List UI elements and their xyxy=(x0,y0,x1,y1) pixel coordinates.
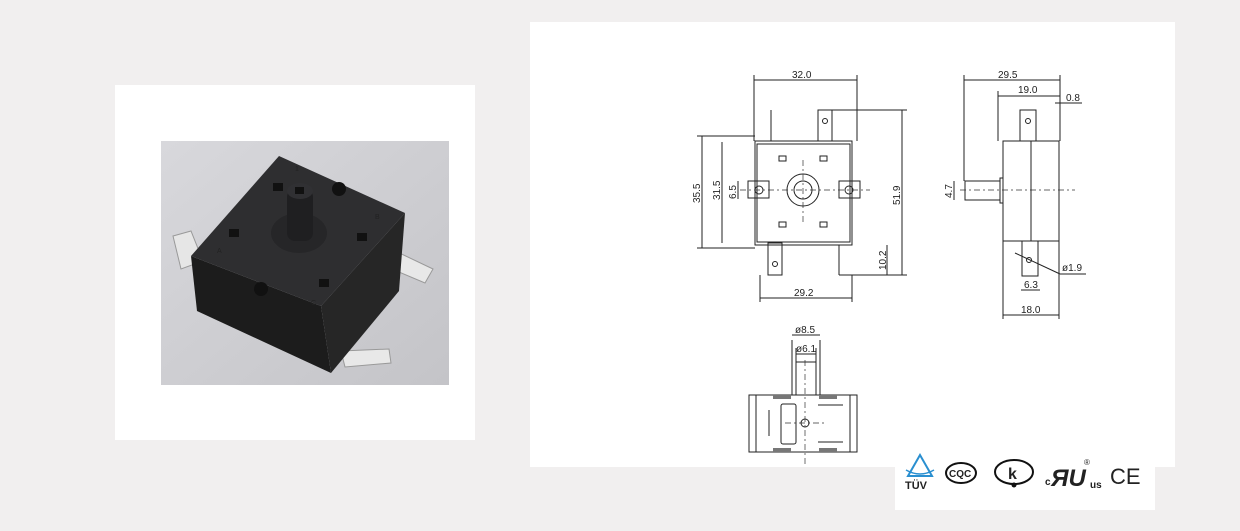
dim-front-height-inner: 31.5 xyxy=(712,180,723,200)
switch-body-side xyxy=(191,256,331,373)
mount-hole xyxy=(332,182,346,196)
svg-text:us: us xyxy=(1090,480,1102,491)
ul-logo: c ЯU us ® xyxy=(1045,458,1102,492)
terminal-bottom xyxy=(340,348,392,368)
dim-front-terminal: 10.2 xyxy=(878,250,889,270)
certification-logos: TÜV CQC k c ЯU us ® CE xyxy=(905,452,1141,492)
dim-side-depth: 29.5 xyxy=(998,70,1018,81)
shaft xyxy=(287,189,313,241)
cqc-logo: CQC xyxy=(945,462,977,484)
bottom-view: ø8.5 ø6.1 xyxy=(748,325,858,465)
dim-side-body-depth: 19.0 xyxy=(1018,85,1038,96)
position-label: A xyxy=(217,248,222,255)
ce-logo: CE xyxy=(1110,464,1141,489)
dim-side-hole: ø1.9 xyxy=(1062,263,1082,274)
position-label: 1 xyxy=(295,166,299,173)
svg-text:k: k xyxy=(1008,466,1017,483)
dim-side-width: 18.0 xyxy=(1021,305,1041,316)
dim-side-terminal-width: 6.3 xyxy=(1024,280,1038,291)
dim-front-mount: 6.5 xyxy=(728,185,739,199)
dim-bottom-shaft-outer: ø8.5 xyxy=(795,325,815,336)
dim-front-height-outer: 35.5 xyxy=(692,183,703,203)
dim-bottom-shaft-inner: ø6.1 xyxy=(796,344,816,355)
dim-side-tab: 0.8 xyxy=(1066,93,1080,104)
front-view: 32.0 35.5 31.5 6.5 51.9 10.2 29.2 xyxy=(692,70,907,302)
side-view: 29.5 19.0 0.8 4.7 ø1.9 6.3 18.0 xyxy=(944,70,1086,319)
dim-side-shaft: 4.7 xyxy=(944,184,955,198)
position-label: C xyxy=(311,300,316,307)
k-mark-logo: k xyxy=(994,459,1034,488)
svg-text:®: ® xyxy=(1084,458,1090,467)
svg-text:ЯU: ЯU xyxy=(1050,465,1086,492)
position-label: B xyxy=(375,214,380,221)
svg-text:TÜV: TÜV xyxy=(905,479,928,492)
dim-front-bottom-width: 29.2 xyxy=(794,288,814,299)
dim-front-width: 32.0 xyxy=(792,70,812,81)
switch-body-side2 xyxy=(321,213,405,373)
svg-text:CQC: CQC xyxy=(949,469,971,480)
product-photo: 1 A B C xyxy=(161,141,449,385)
certification-panel xyxy=(895,448,1155,510)
mount-hole xyxy=(254,282,268,296)
svg-text:c: c xyxy=(1045,477,1051,488)
dim-front-total-height: 51.9 xyxy=(892,185,903,205)
tuv-logo: TÜV xyxy=(905,452,935,492)
